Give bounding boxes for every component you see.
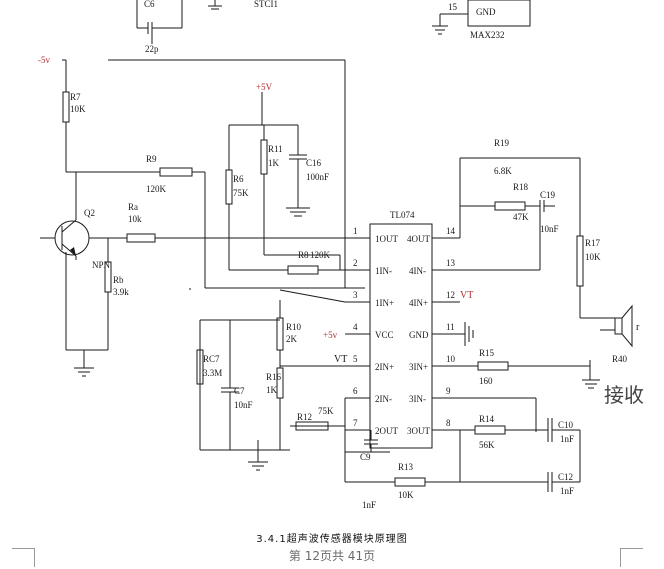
r17-value: 10K (585, 252, 601, 262)
transistor-type: NPN (92, 260, 111, 270)
r15-value: 160 (479, 376, 493, 386)
speaker-label: r (636, 322, 640, 333)
r18-label: R18 (513, 182, 529, 192)
c6-label: C6 (144, 0, 155, 9)
vt-right-label: VT (460, 290, 473, 301)
ic-pin-11-number: 11 (446, 322, 455, 332)
rb-label: Rb (113, 275, 124, 285)
ic-pin-11-label: GND (409, 330, 429, 340)
ic-pin-9-label: 3IN- (409, 394, 426, 404)
r13-value: 10K (398, 490, 414, 500)
c19-label: C19 (540, 190, 556, 200)
ic-pin-4-label: VCC (375, 330, 394, 340)
page-corner-mark-left (12, 548, 35, 567)
c16-value: 100nF (306, 172, 329, 182)
page-corner-mark-right (620, 548, 643, 567)
r10-label: R10 (286, 322, 302, 332)
ultrasonic-module-schematic: C6 22p STCI1 15 GND MAX232 -5v +5V +5v R… (38, 0, 644, 510)
r6-value: 75K (233, 188, 249, 198)
pos-supply-label: +5V (256, 82, 273, 92)
r6-label: R6 (233, 174, 244, 184)
r15-label: R15 (479, 348, 495, 358)
ic-pin-9-number: 9 (446, 386, 451, 396)
ic-pin-1-label: 1OUT (375, 234, 398, 244)
ic-pin-4-number: 4 (353, 322, 358, 332)
r11-label: R11 (268, 144, 283, 154)
r10-value: 2K (286, 334, 298, 344)
transistor-label: Q2 (84, 208, 95, 218)
c12-value: 1nF (560, 486, 574, 496)
r9-label: R9 (146, 154, 157, 164)
ic-pin-7-label: 2OUT (375, 426, 398, 436)
ra-value: 10k (128, 214, 142, 224)
r12-label: R12 (297, 412, 312, 422)
c19-value: 10nF (540, 224, 559, 234)
max232-pin-15: 15 (448, 2, 458, 12)
ic-pin-8-label: 3OUT (407, 426, 430, 436)
ic-pin-5-number: 5 (353, 354, 358, 364)
ic-pin-5-label: 2IN+ (375, 362, 394, 372)
ic-name: TL074 (390, 210, 415, 220)
r7-label: R7 (70, 92, 81, 102)
ic-pin-2-number: 2 (353, 258, 358, 268)
c7-label: C7 (234, 386, 245, 396)
c12-label: C12 (558, 472, 573, 482)
r14-label: R14 (479, 414, 495, 424)
c10-value: 1nF (560, 434, 574, 444)
ic-pin-13-number: 13 (446, 258, 456, 268)
r8-value: 120K (310, 250, 331, 260)
page-number: 第 12页共 41页 (288, 549, 376, 563)
ic-pin-6-label: 2IN- (375, 394, 392, 404)
receive-label: 接收 (604, 383, 644, 407)
ic-pin-2-label: 1IN- (375, 266, 392, 276)
r16-value: 1K (266, 385, 278, 395)
r14-value: 56K (479, 440, 495, 450)
r19-value: 6.8K (494, 166, 512, 176)
partial-component-label: STCI1 (254, 0, 278, 9)
r18-value: 47K (513, 212, 529, 222)
c7-value: 10nF (234, 400, 253, 410)
ic-pin-3-label: 1IN+ (375, 298, 394, 308)
r13-label: R13 (398, 462, 414, 472)
ic-pin-3-number: 3 (353, 290, 358, 300)
ic-pin-12-label: 4IN+ (409, 298, 428, 308)
ic-pin-10-number: 10 (446, 354, 456, 364)
figure-caption: 3.4.1超声波传感器模块原理图 (256, 534, 408, 545)
c16-label: C16 (306, 158, 322, 168)
neg-supply-label: -5v (38, 55, 50, 65)
r16-label: R16 (266, 372, 282, 382)
ic-pin-6-number: 6 (353, 386, 358, 396)
c6-value: 22p (145, 44, 159, 54)
r9-value: 120K (146, 184, 167, 194)
vt-left-label: VT (334, 354, 347, 365)
r7-value: 10K (70, 104, 86, 114)
r11-value: 1K (268, 158, 280, 168)
ic-pin-10-label: 3IN+ (409, 362, 428, 372)
rc7-label: RC7 (203, 354, 220, 364)
vcc-supply-label: +5v (323, 330, 338, 340)
rc7-value: 3.3M (203, 368, 222, 378)
ic-pin-8-number: 8 (446, 418, 451, 428)
r12-value: 75K (318, 406, 334, 416)
ic-pin-12-number: 12 (446, 290, 455, 300)
ic-pin-14-label: 4OUT (407, 234, 430, 244)
max232-gnd-pin: GND (476, 7, 496, 17)
transistor-emitter-arrow (70, 247, 76, 256)
r8-label: R8 (298, 250, 309, 260)
ra-label: Ra (128, 202, 138, 212)
ic-pin-14-number: 14 (446, 226, 456, 236)
ic-pin-1-number: 1 (353, 226, 358, 236)
ic-pin-13-label: 4IN- (409, 266, 426, 276)
c10-label: C10 (558, 420, 574, 430)
max232-label: MAX232 (470, 30, 505, 40)
r19-label: R19 (494, 138, 510, 148)
rb-value: 3.9k (113, 287, 129, 297)
ic-pin-7-number: 7 (353, 418, 358, 428)
c9-label: C9 (360, 452, 371, 462)
r17-label: R17 (585, 238, 601, 248)
c9-value: 1nF (362, 500, 376, 510)
r40-label: R40 (612, 354, 628, 364)
